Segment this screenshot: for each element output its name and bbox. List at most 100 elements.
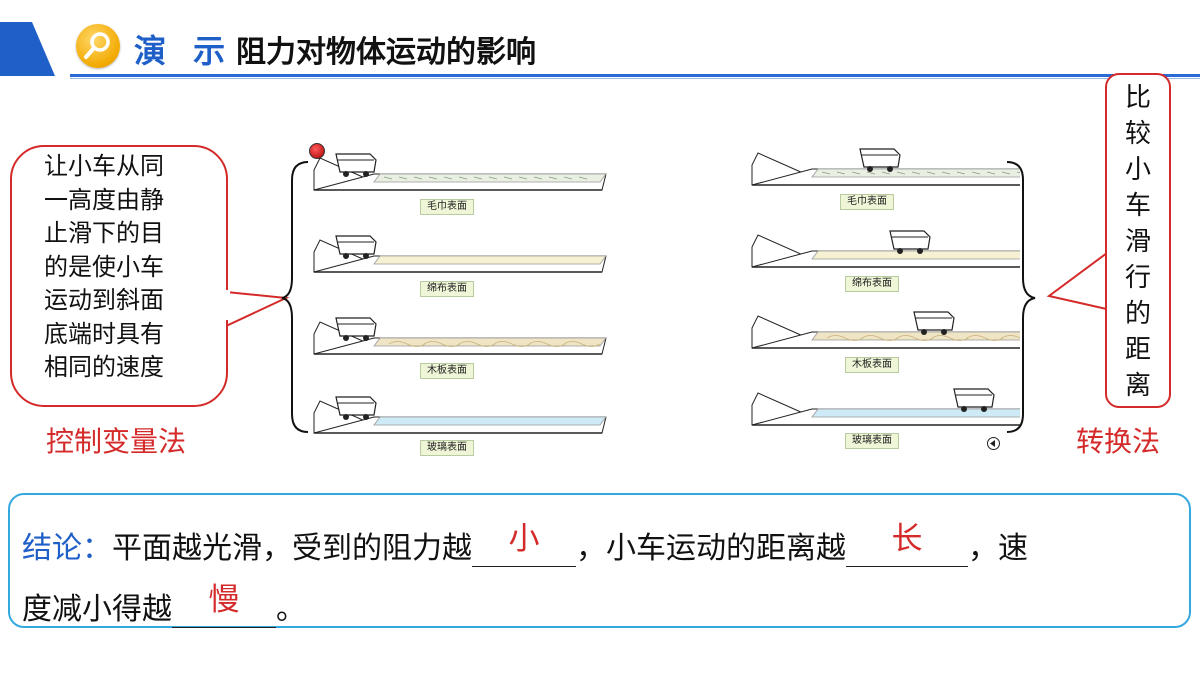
towel-texture-right-3 [866, 171, 876, 175]
header-corner-shape [0, 22, 55, 76]
wood-grain-left-5 [563, 341, 601, 347]
towel-texture-left-2 [413, 176, 423, 180]
record-button[interactable] [309, 143, 325, 159]
surface-label-cotton-right: 绵布表面 [845, 276, 899, 292]
cart-wheel-back-towel-left [363, 171, 369, 177]
surface-label-towel-left: 毛巾表面 [420, 199, 474, 215]
cart-body-glass-left [335, 396, 377, 416]
wood-grain-right-1 [861, 335, 899, 341]
towel-texture-left-4 [443, 176, 453, 180]
wood-grain-left-2 [458, 341, 496, 347]
surface-label-wood-left: 木板表面 [420, 363, 474, 379]
wood-grain-right-2 [896, 335, 934, 341]
control-variable-method-label: 控制变量法 [46, 425, 187, 458]
surface-label-glass-left: 玻璃表面 [420, 440, 474, 456]
wood-grain-left-1 [423, 341, 461, 347]
right-callout-text: 比 较 小 车 滑 行 的 距 离 [1124, 83, 1151, 401]
blank-distance: 长 [846, 521, 968, 567]
cart-body-wood-right [913, 311, 955, 331]
towel-texture-left-8 [503, 176, 513, 180]
towel-texture-right-6 [911, 171, 921, 175]
right-brace [1006, 161, 1036, 433]
cart-wheel-back-wood-left [363, 335, 369, 341]
cart-body-cotton-left [335, 235, 377, 255]
cart-wheel-back-wood-right [941, 329, 947, 335]
towel-texture-left-12 [563, 176, 573, 180]
towel-texture-left-10 [533, 176, 543, 180]
surface-towel-left [373, 173, 607, 183]
cart-wheel-front-wood-left [343, 335, 349, 341]
answer-resistance: 小 [508, 521, 540, 557]
cart-wheel-front-cotton-left [343, 253, 349, 259]
surface-glass-right [811, 408, 1020, 418]
left-callout-pointer-mask [224, 290, 230, 320]
left-brace [281, 161, 309, 433]
conclusion-label: 结论： [22, 531, 112, 566]
towel-texture-left-7 [488, 176, 498, 180]
cart-wheel-front-glass-left [343, 414, 349, 420]
cart-wheel-back-cotton-left [363, 253, 369, 259]
header-rule [70, 74, 1200, 77]
towel-texture-left-9 [518, 176, 528, 180]
header-rule-thin [70, 78, 1200, 79]
wood-grain-right-3 [931, 335, 969, 341]
wood-grain-right-0 [826, 335, 864, 341]
towel-texture-left-0 [383, 176, 393, 180]
towel-texture-left-5 [458, 176, 468, 180]
towel-texture-right-11 [986, 171, 996, 175]
demo-tag: 演 示 [134, 32, 234, 70]
blank-speed: 慢 [172, 582, 276, 628]
conclusion-box [8, 493, 1191, 628]
right-callout-box [1105, 73, 1171, 408]
cart-body-towel-right [859, 148, 901, 168]
surface-cotton-left [373, 255, 607, 265]
wood-grain-left-4 [528, 341, 566, 347]
cart-wheel-front-glass-right [961, 406, 967, 412]
towel-texture-left-6 [473, 176, 483, 180]
towel-texture-right-1 [836, 171, 846, 175]
towel-texture-left-11 [548, 176, 558, 180]
towel-texture-right-2 [851, 171, 861, 175]
cart-body-cotton-right [889, 230, 931, 250]
towel-texture-right-10 [971, 171, 981, 175]
left-callout-text: 让小车从同 一高度由静 止滑下的目 的是使小车 运动到斜面 底端时具有 相同的速… [44, 152, 164, 381]
towel-texture-left-3 [428, 176, 438, 180]
surface-cotton-right [811, 250, 1020, 260]
towel-texture-right-7 [926, 171, 936, 175]
towel-texture-right-8 [941, 171, 951, 175]
conclusion-line-1: 结论：平面越光滑，受到的阻力越小，小车运动的距离越长，速 [22, 521, 1028, 567]
surface-label-wood-right: 木板表面 [845, 357, 899, 373]
towel-texture-left-13 [578, 176, 588, 180]
towel-texture-right-12 [1001, 171, 1011, 175]
magnifier-icon [76, 24, 120, 68]
conclusion-line-2: 度减小得越慢。 [22, 582, 306, 628]
answer-distance: 长 [891, 521, 923, 557]
answer-speed: 慢 [208, 582, 240, 618]
wood-grain-left-0 [388, 341, 426, 347]
towel-texture-right-13 [1016, 171, 1020, 174]
cart-wheel-back-glass-right [981, 406, 987, 412]
surface-label-cotton-left: 绵布表面 [420, 281, 474, 297]
cart-body-towel-left [335, 153, 377, 173]
left-callout-box [10, 145, 228, 407]
cart-wheel-front-towel-right [867, 166, 873, 172]
surface-label-towel-right: 毛巾表面 [840, 194, 894, 210]
page-title: 阻力对物体运动的影响 [236, 35, 536, 70]
towel-texture-right-9 [956, 171, 966, 175]
conversion-method-label: 转换法 [1076, 425, 1161, 458]
surface-glass-left [373, 416, 607, 426]
cart-wheel-front-cotton-right [897, 248, 903, 254]
cart-wheel-back-glass-left [363, 414, 369, 420]
towel-texture-right-0 [821, 171, 831, 175]
cart-wheel-back-cotton-right [917, 248, 923, 254]
cart-wheel-front-wood-right [921, 329, 927, 335]
cart-wheel-back-towel-right [887, 166, 893, 172]
blank-resistance: 小 [472, 521, 576, 567]
back-button[interactable] [987, 437, 1000, 450]
cart-body-wood-left [335, 317, 377, 337]
towel-texture-right-4 [881, 171, 891, 175]
wood-grain-left-3 [493, 341, 531, 347]
towel-texture-left-1 [398, 176, 408, 180]
surface-label-glass-right: 玻璃表面 [845, 433, 899, 449]
wood-grain-right-5 [1001, 335, 1020, 339]
